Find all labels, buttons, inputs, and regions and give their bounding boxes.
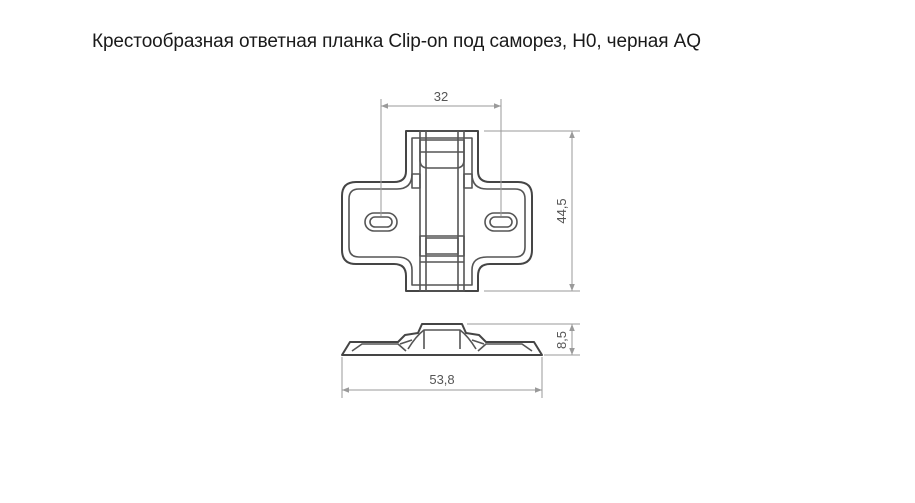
plate-inner-rim — [348, 137, 526, 286]
center-channel — [419, 130, 465, 292]
dimension-thickness: 8,5 — [467, 323, 580, 356]
thickness-label: 8,5 — [554, 331, 569, 349]
clip-latch — [419, 235, 465, 257]
side-view: 53,8 8,5 — [341, 323, 580, 398]
plate-outline — [341, 130, 533, 292]
hole-spacing-label: 32 — [434, 89, 448, 104]
dimension-height: 44,5 — [484, 130, 580, 292]
top-view: 32 44,5 — [341, 89, 580, 292]
side-profile — [341, 323, 543, 356]
width-label: 53,8 — [429, 372, 454, 387]
product-title: Крестообразная ответная планка Clip-on п… — [92, 31, 701, 52]
dimension-width: 53,8 — [341, 357, 543, 398]
height-label: 44,5 — [554, 198, 569, 223]
clip-top — [419, 139, 465, 169]
dimension-hole-spacing: 32 — [380, 89, 502, 216]
